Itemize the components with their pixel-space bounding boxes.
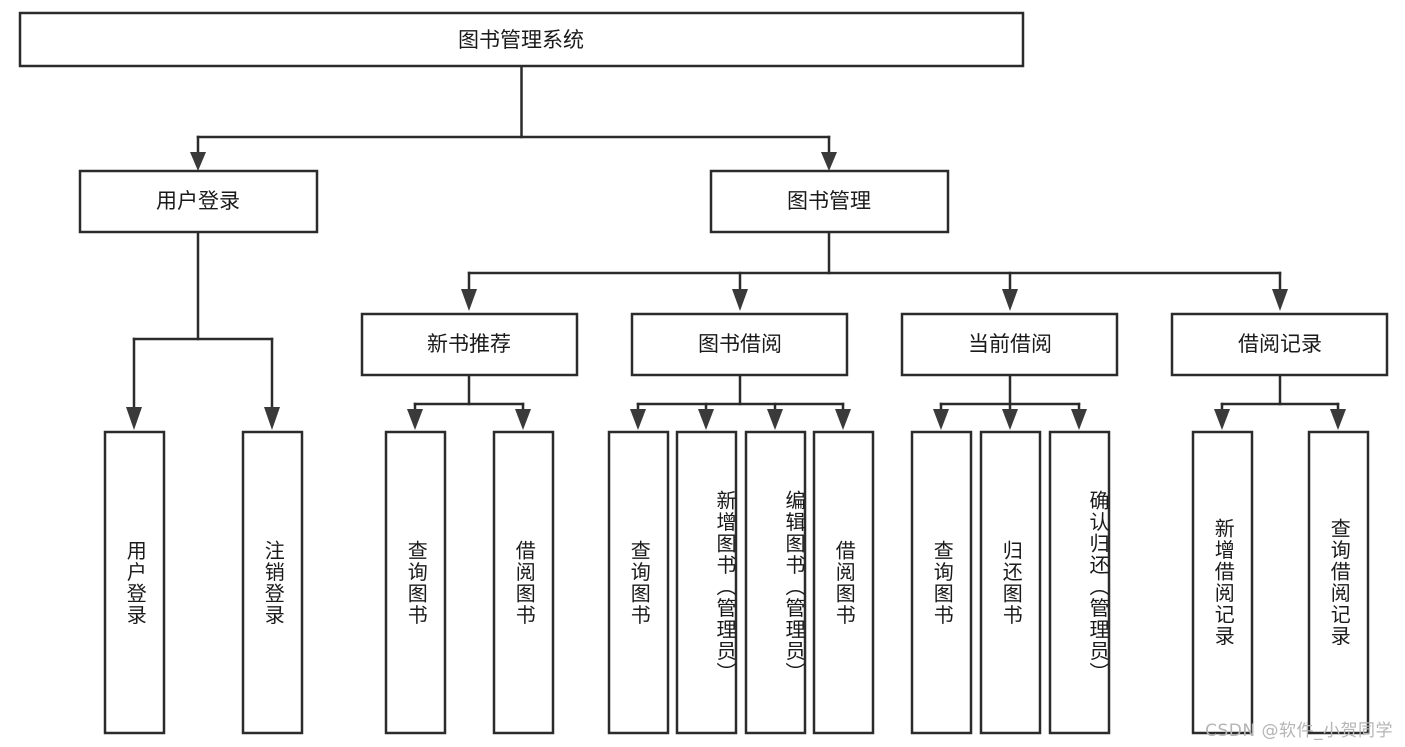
node-leaf-borrow-book-1[interactable]: [492, 430, 555, 735]
node-book-borrow[interactable]: 图书借阅: [630, 312, 849, 377]
node-user-login-label: 用户登录: [156, 189, 240, 213]
node-leaf-user-login[interactable]: [103, 430, 166, 735]
node-current-borrow[interactable]: 当前借阅: [900, 312, 1119, 377]
edge-userlogin-to-leaves: [126, 230, 280, 430]
node-leaf-query-book-1[interactable]: [384, 430, 447, 735]
node-user-login[interactable]: 用户登录: [78, 169, 319, 234]
node-leaf-query-book-2[interactable]: [607, 430, 670, 735]
node-leaf-confirm-return[interactable]: [1048, 430, 1111, 735]
node-current-borrow-label: 当前借阅: [968, 332, 1052, 356]
node-leaf-query-record[interactable]: [1307, 430, 1370, 735]
edge-borrowrecord-to-leaves: [1214, 373, 1346, 430]
node-leaf-edit-book[interactable]: [744, 430, 807, 735]
node-leaf-add-book[interactable]: [675, 430, 738, 735]
node-new-book-recommend[interactable]: 新书推荐: [360, 312, 579, 377]
node-leaf-query-book-3[interactable]: [910, 430, 973, 735]
edge-currentborrow-to-leaves: [933, 373, 1087, 430]
edge-bookborrow-to-leaves: [630, 373, 851, 430]
node-leaf-add-record[interactable]: [1191, 430, 1254, 735]
node-borrow-record[interactable]: 借阅记录: [1170, 312, 1389, 377]
node-leaf-return-book[interactable]: [979, 430, 1042, 735]
node-book-borrow-label: 图书借阅: [698, 332, 782, 356]
edge-newbook-to-leaves: [407, 373, 531, 430]
node-new-book-recommend-label: 新书推荐: [427, 332, 511, 356]
node-borrow-record-label: 借阅记录: [1238, 332, 1322, 356]
watermark-text: CSDN @软件_小贺同学: [1205, 721, 1393, 741]
node-leaf-borrow-book-2[interactable]: [812, 430, 875, 735]
node-book-manage-label: 图书管理: [787, 189, 871, 213]
edge-root-to-level2: [190, 64, 837, 171]
node-root[interactable]: 图书管理系统: [18, 11, 1025, 68]
node-leaf-logout-login[interactable]: [241, 430, 304, 735]
edge-bookmanage-to-level3: [461, 230, 1288, 311]
node-root-label: 图书管理系统: [458, 28, 584, 52]
node-book-manage[interactable]: 图书管理: [709, 169, 950, 234]
